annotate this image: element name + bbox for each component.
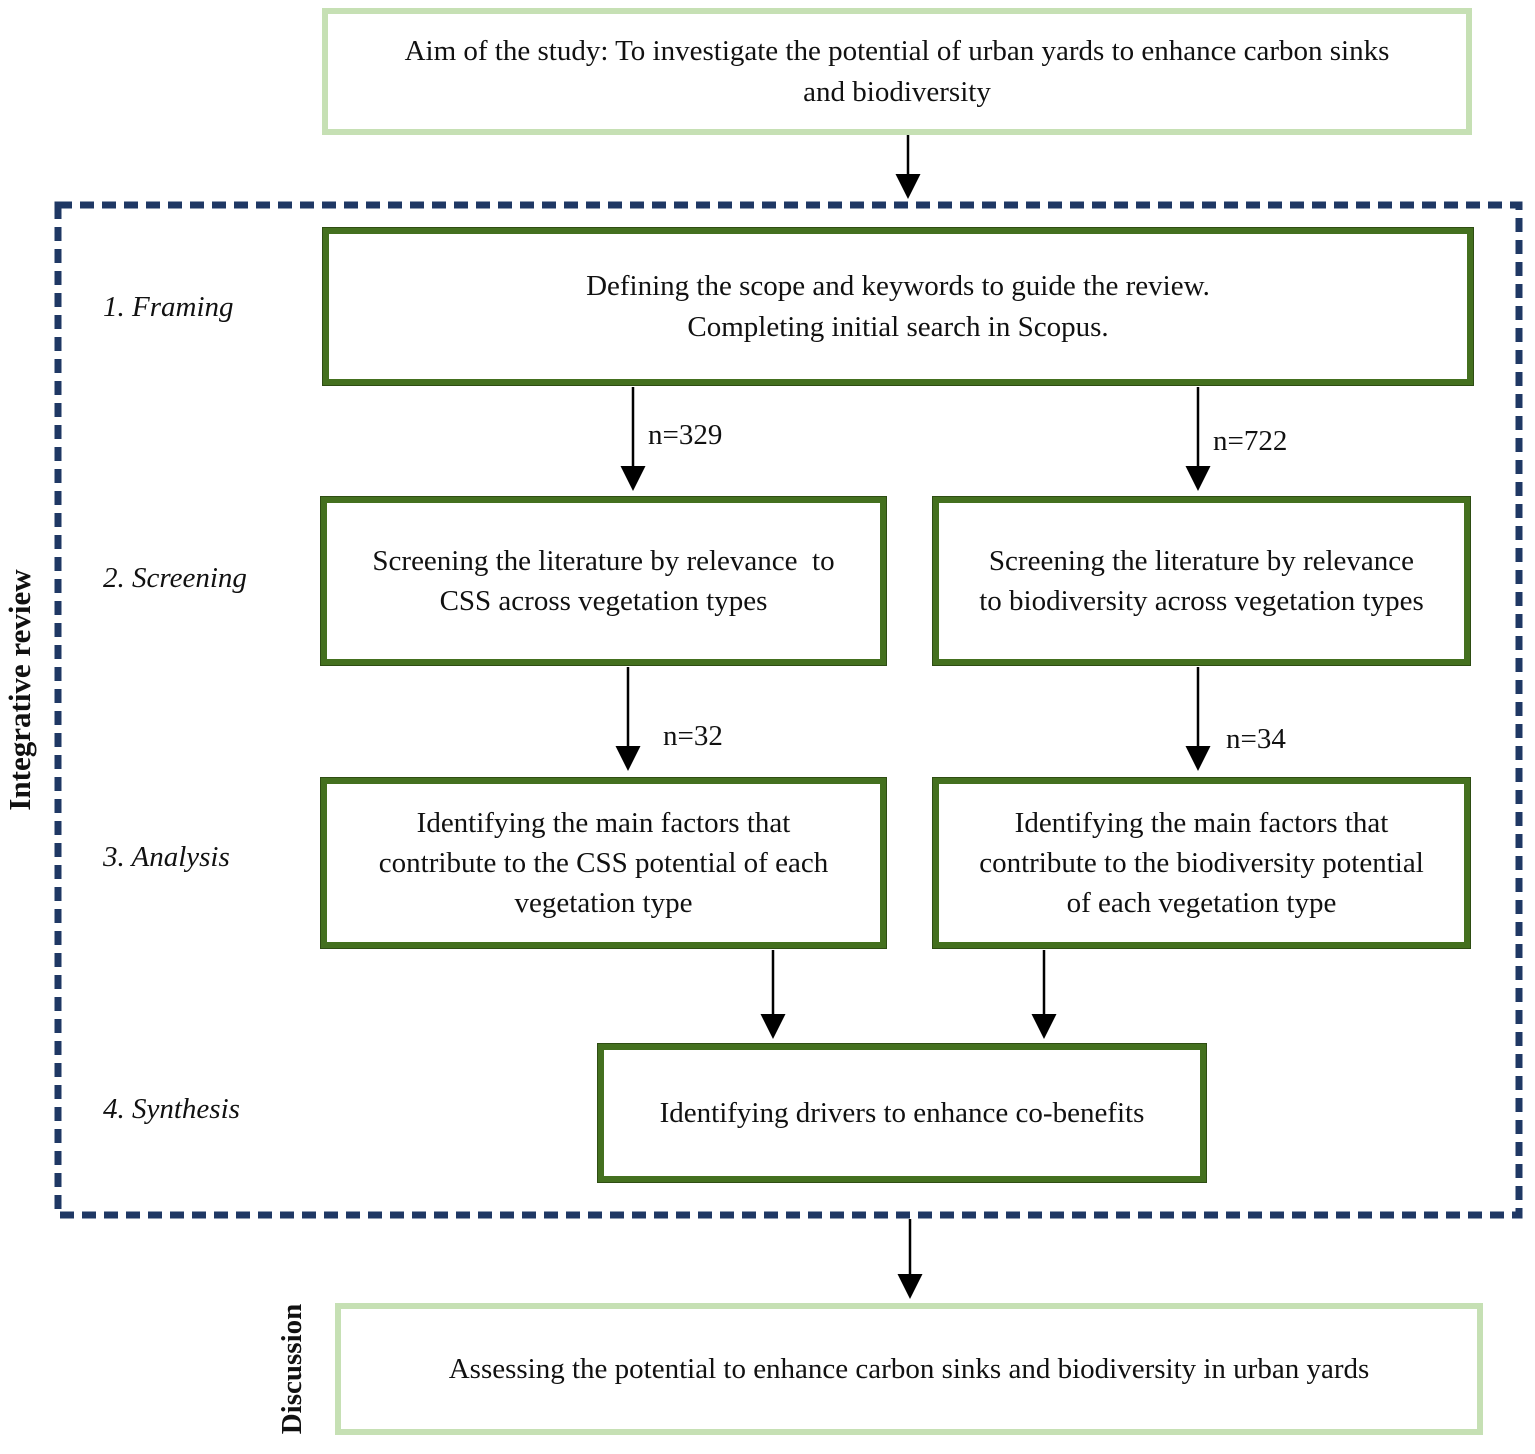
analysis-css-box: Identifying the main factors that contri… xyxy=(321,778,886,948)
aim-box: Aim of the study: To investigate the pot… xyxy=(322,8,1472,135)
framing-box: Defining the scope and keywords to guide… xyxy=(323,228,1473,385)
synthesis-box: Identifying drivers to enhance co-benefi… xyxy=(598,1044,1206,1182)
count-n32: n=32 xyxy=(663,720,723,752)
step-label-framing: 1. Framing xyxy=(103,291,234,323)
discussion-box: Assessing the potential to enhance carbo… xyxy=(335,1303,1483,1435)
analysis-biodiversity-box: Identifying the main factors that contri… xyxy=(933,778,1470,948)
count-n329: n=329 xyxy=(648,419,723,451)
discussion-frame-label: Discussion xyxy=(276,1303,308,1435)
screening-css-box: Screening the literature by relevance to… xyxy=(321,497,886,665)
count-n34: n=34 xyxy=(1226,723,1286,755)
count-n722: n=722 xyxy=(1213,425,1288,457)
integrative-review-frame-label: Integrative review xyxy=(2,569,37,811)
step-label-synthesis: 4. Synthesis xyxy=(103,1093,240,1125)
step-label-screening: 2. Screening xyxy=(103,562,247,594)
step-label-analysis: 3. Analysis xyxy=(103,841,230,873)
screening-biodiversity-box: Screening the literature by relevance to… xyxy=(933,497,1470,665)
